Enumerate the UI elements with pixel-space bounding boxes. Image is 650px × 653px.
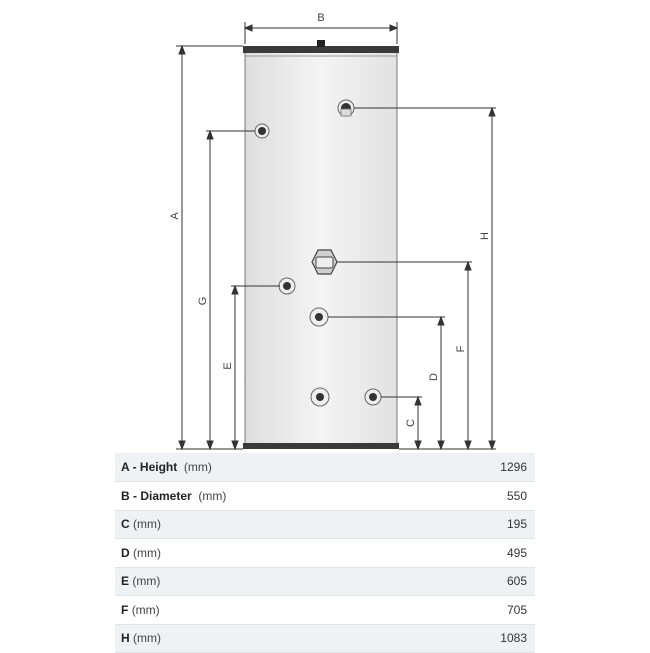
label-f: F: [455, 345, 467, 352]
row-value: 1296: [461, 453, 535, 482]
dimension-b: [243, 22, 399, 44]
dimension-c: [381, 395, 422, 451]
cylinder-drawing: B A G E H F D C: [169, 12, 496, 451]
fitting-d: [309, 307, 329, 327]
row-value: 550: [461, 481, 535, 511]
label-d: D: [428, 373, 440, 381]
fitting-h: [337, 99, 355, 117]
table-row: B - Diameter (mm) 550: [115, 481, 535, 511]
label-a: A: [169, 212, 181, 220]
label-e: E: [222, 362, 234, 369]
label-b: B: [317, 12, 324, 24]
row-value: 605: [461, 567, 535, 596]
table-row: A - Height (mm) 1296: [115, 453, 535, 482]
row-value: 195: [461, 510, 535, 539]
row-label: E (mm): [115, 567, 461, 596]
dimension-h: [354, 106, 496, 451]
cylinder-diagram: B A G E H F D C: [169, 12, 496, 451]
row-label: C (mm): [115, 510, 461, 539]
label-g: G: [197, 297, 209, 306]
tank-body: [244, 47, 398, 449]
dimensions-table: A - Height (mm) 1296 B - Diameter (mm) 5…: [115, 453, 535, 653]
row-label: D (mm): [115, 538, 461, 568]
dimension-d: [328, 315, 445, 451]
tank-bottom-cap: [243, 443, 399, 449]
table-row: C (mm) 195: [115, 510, 535, 539]
fitting-c-left: [310, 387, 330, 407]
table-row: H (mm) 1083: [115, 624, 535, 653]
label-c: C: [405, 419, 417, 427]
row-value: 1083: [461, 624, 535, 653]
table-row: D (mm) 495: [115, 538, 535, 568]
row-value: 705: [461, 595, 535, 625]
dimension-f: [337, 260, 472, 451]
tank-top-valve: [317, 40, 325, 47]
table-row: F (mm) 705: [115, 595, 535, 625]
fitting-g: [254, 123, 270, 139]
row-label: H (mm): [115, 624, 461, 653]
fitting-c-right: [364, 388, 382, 406]
fitting-e: [278, 277, 296, 295]
dimension-g: [206, 129, 255, 451]
dimension-e: [231, 284, 280, 451]
label-h: H: [479, 232, 491, 240]
table-row: E (mm) 605: [115, 567, 535, 596]
row-label: A - Height (mm): [115, 453, 461, 482]
row-value: 495: [461, 538, 535, 568]
row-label: B - Diameter (mm): [115, 481, 461, 511]
immersion-boss-f: [311, 249, 338, 275]
tank-top-cap: [243, 46, 399, 53]
row-label: F (mm): [115, 595, 461, 625]
